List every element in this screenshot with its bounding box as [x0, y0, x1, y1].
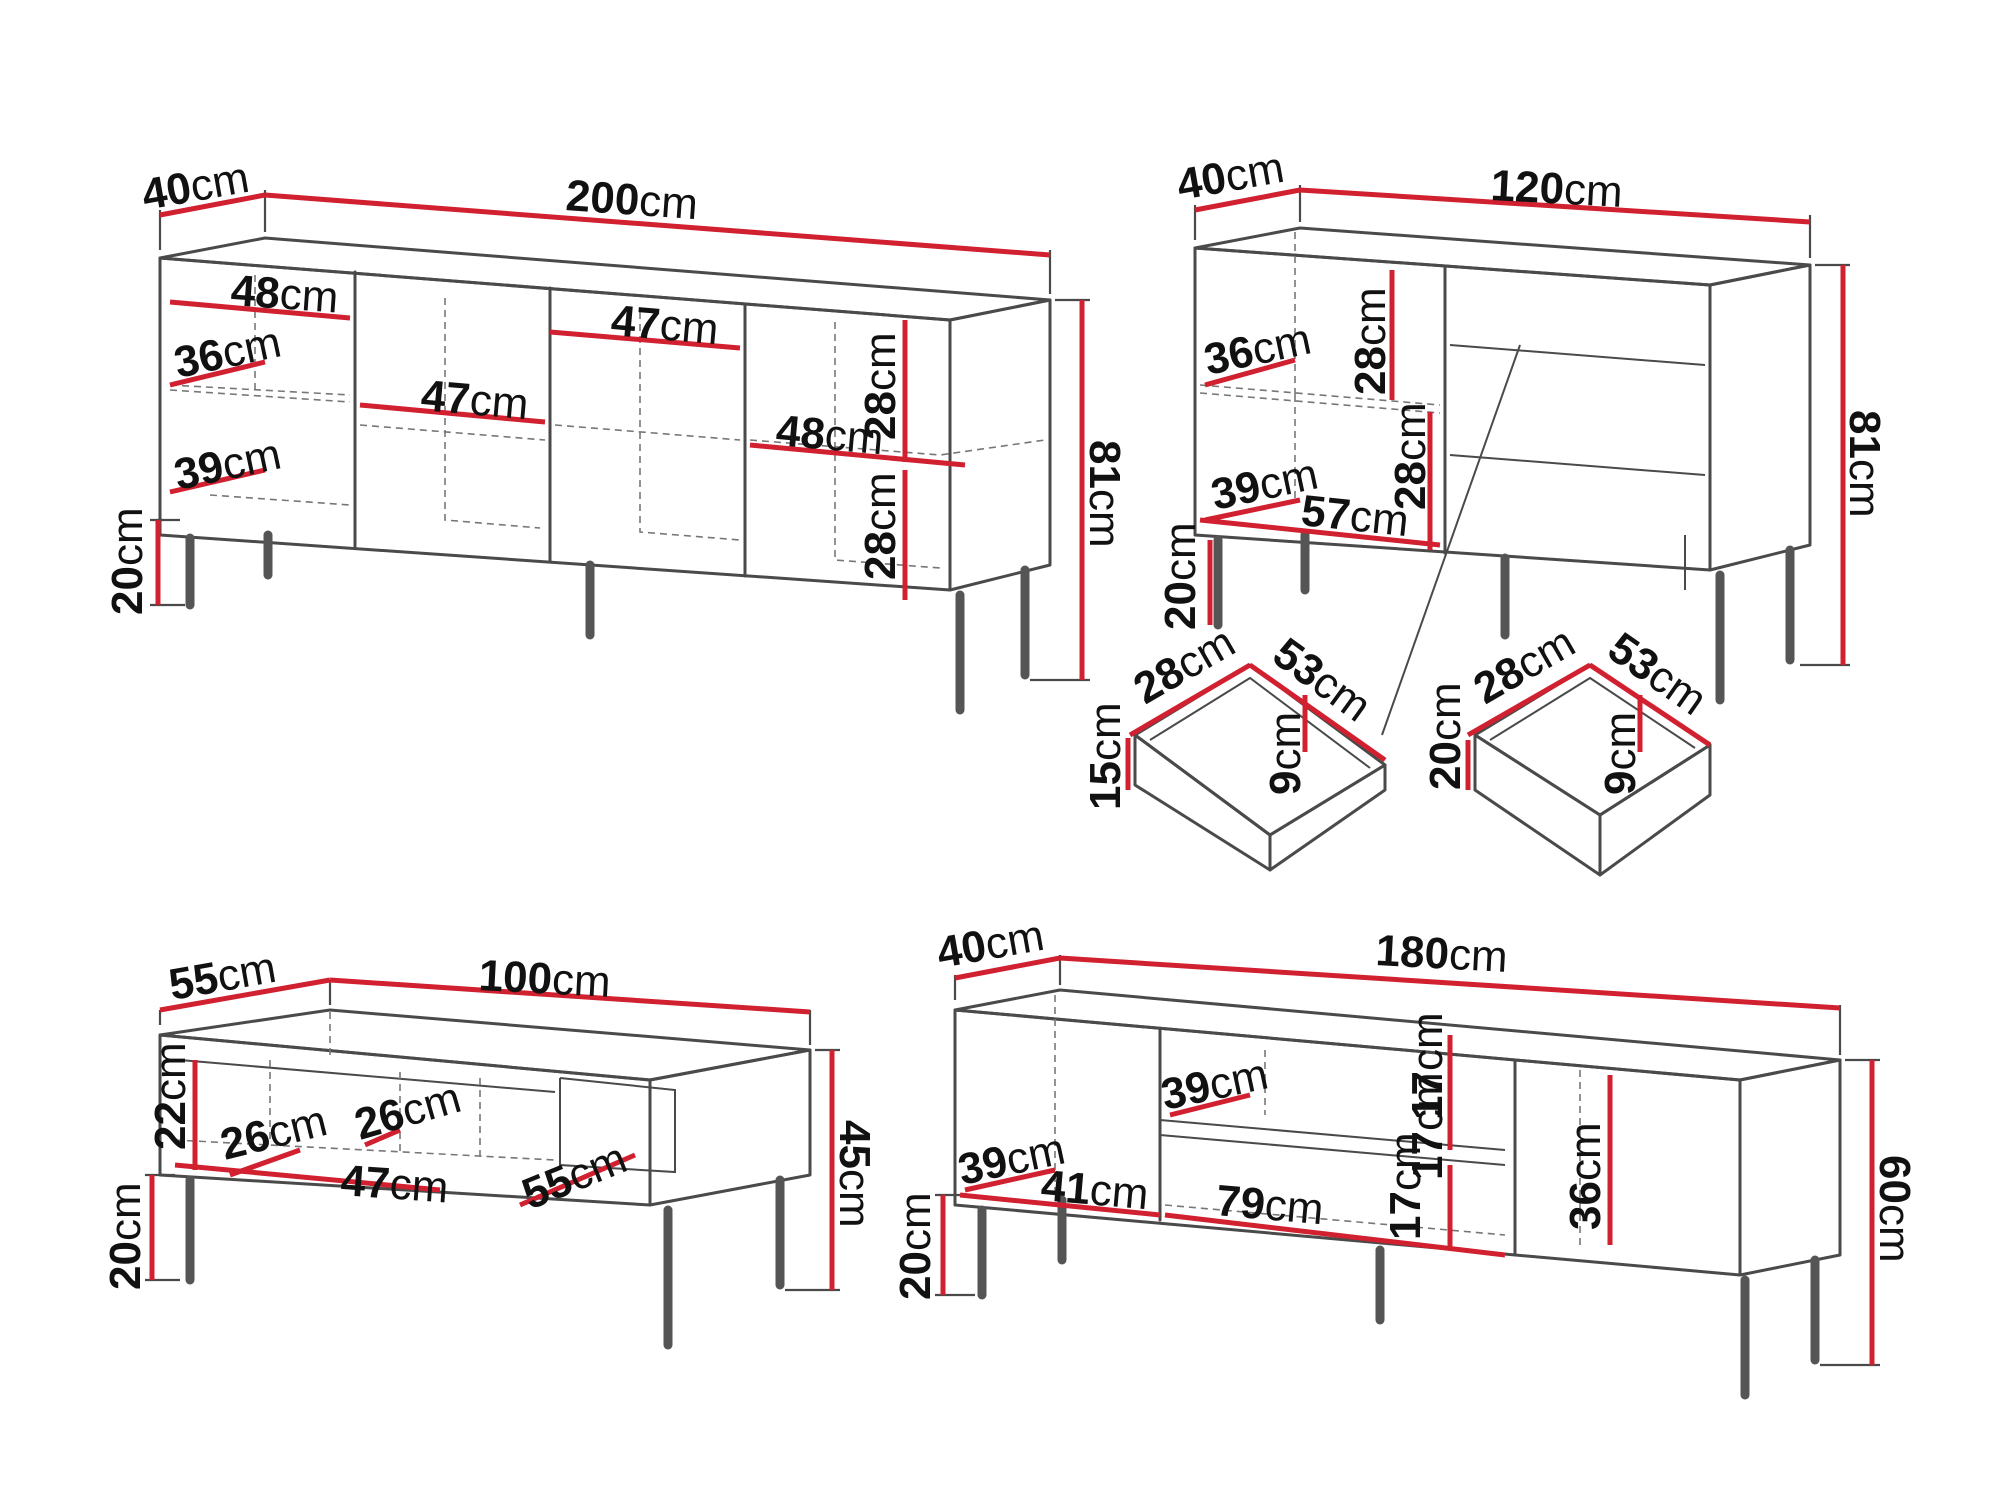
sideboard-depth-label: 40cm: [138, 153, 252, 220]
drawer-upper-diagram: 28cm 53cm 15cm 9cm: [1081, 617, 1387, 872]
drawer-lower-inner-label: 9cm: [1596, 712, 1645, 795]
table-depth-label: 55cm: [165, 943, 279, 1010]
sideboard-shelf-mid-left-label: 47cm: [419, 371, 530, 429]
chest-120-diagram: 40cm 120cm 81cm 20cm 36cm 28cm 28cm 39cm…: [1081, 143, 1889, 877]
drawer-lower-height-label: 20cm: [1421, 682, 1470, 790]
sideboard-height-label: 81cm: [1080, 440, 1129, 548]
tv-height-upper-label: 17cm: [1403, 1012, 1452, 1120]
tv-width-mid-label: 79cm: [1214, 1176, 1325, 1234]
sideboard-width-label: 200cm: [564, 171, 699, 229]
drawer-lower-diagram: 28cm 53cm 20cm 9cm: [1421, 617, 1716, 877]
tv-width-label: 180cm: [1374, 926, 1508, 982]
drawer-upper-depth-label: 28cm: [1126, 617, 1244, 713]
table-legs-label: 20cm: [101, 1182, 150, 1290]
table-inner-b-label: 26cm: [349, 1073, 466, 1150]
tv-depth-left-label: 39cm: [954, 1124, 1069, 1194]
chest-depth-bottom-label: 39cm: [1207, 449, 1322, 519]
chest-height-upper-label: 28cm: [1346, 287, 1395, 395]
sideboard-height-upper-right-label: 28cm: [856, 332, 905, 440]
sideboard-200-diagram: 40cm 200cm 81cm 20cm 48cm 36cm 39cm 47cm…: [103, 153, 1129, 715]
drawer-upper-height-label: 15cm: [1081, 702, 1130, 810]
table-height-label: 45cm: [830, 1120, 879, 1228]
chest-depth-label: 40cm: [1173, 143, 1287, 210]
sideboard-shelf-top-left-label: 48cm: [229, 266, 340, 322]
tv-height-mid-label: 17cm: [1403, 1072, 1452, 1180]
chest-width-label: 120cm: [1489, 161, 1623, 217]
chest-width-bottom-label: 57cm: [1299, 486, 1411, 546]
table-shelf-height-label: 22cm: [146, 1042, 195, 1150]
sideboard-depth-top-left-label: 36cm: [170, 317, 285, 387]
coffee-table-100-diagram: 55cm 100cm 45cm 20cm 22cm 26cm 26cm 47cm…: [101, 943, 879, 1350]
table-drawer-depth-label: 55cm: [515, 1134, 633, 1220]
table-inner-width-label: 47cm: [339, 1156, 450, 1212]
tv-depth-label: 40cm: [933, 911, 1047, 978]
tv-width-left-label: 41cm: [1039, 1161, 1150, 1219]
sideboard-shelf-right-label: 48cm: [774, 406, 885, 464]
sideboard-shelf-mid-right-label: 47cm: [609, 296, 720, 354]
drawer-lower-depth-label: 28cm: [1466, 617, 1584, 713]
table-width-label: 100cm: [477, 951, 611, 1007]
sideboard-depth-bottom-left-label: 39cm: [170, 429, 285, 499]
tv-height-label: 60cm: [1870, 1155, 1919, 1263]
chest-depth-top-label: 36cm: [1200, 314, 1315, 384]
tv-depth-top-label: 39cm: [1157, 1049, 1272, 1119]
chest-height-label: 81cm: [1840, 410, 1889, 518]
tv-legs-label: 20cm: [891, 1192, 940, 1300]
tv-height-lower-label: 17cm: [1381, 1132, 1430, 1240]
sideboard-height-lower-right-label: 28cm: [856, 472, 905, 580]
chest-height-lower-label: 28cm: [1386, 402, 1435, 510]
drawer-upper-inner-label: 9cm: [1261, 712, 1310, 795]
sideboard-legs-label: 20cm: [103, 507, 152, 615]
tv-stand-180-diagram: 40cm 180cm 60cm 20cm 39cm 39cm 41cm 79cm…: [891, 911, 1919, 1400]
chest-legs-label: 20cm: [1156, 522, 1205, 630]
tv-height-right-label: 36cm: [1561, 1122, 1610, 1230]
